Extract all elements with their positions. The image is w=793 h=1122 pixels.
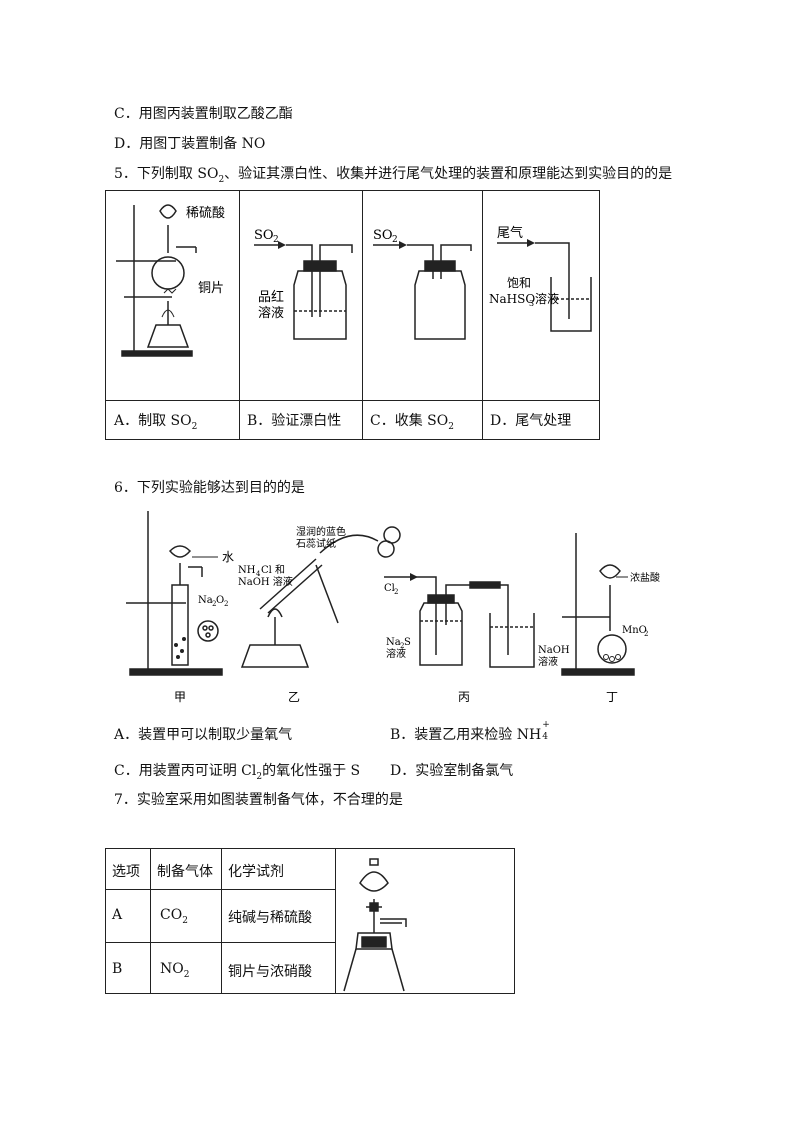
q6-bing-gas-sub: 2 [394, 588, 398, 596]
q6-ding-name: 丁 [606, 690, 618, 704]
q5-fig-d-label-2-sub: 3 [529, 299, 534, 308]
q6-bing-gas: Cl [384, 583, 395, 594]
q5-caption-d: D．尾气处理 [490, 413, 572, 429]
q7-apparatus-figure [343, 858, 407, 992]
q6-jia-water: 水 [222, 550, 234, 564]
q7-stem: 7．实验室采用如图装置制备气体，不合理的是 [114, 792, 403, 808]
q6-bing-s1: Na [386, 637, 401, 648]
q5-fig-d-label-2-tail: 溶液 [535, 291, 559, 306]
q5-stem: 5．下列制取 SO2、验证其漂白性、收集并进行尾气处理的装置和原理能达到实验目的… [114, 166, 673, 185]
q5-caption-a: A．制取 SO2 [114, 413, 198, 432]
q6-apparatus-figure: 水 Na 2 O 2 甲 湿润的蓝色 石蕊试纸 NH 4 Cl 和 NaOH 溶… [126, 511, 660, 704]
q6-jia-name: 甲 [174, 690, 186, 704]
q6-yi-reagent-1: NH [238, 565, 256, 576]
q6-bing-naoh-1: NaOH [538, 645, 570, 656]
q5-fig-d-label-1: 饱和 [507, 275, 531, 290]
q4-option-d: D．用图丁装置制备 NO [114, 136, 266, 152]
q6-bing-name: 丙 [458, 690, 470, 704]
q5-fig-a-generator: 稀硫酸 铜片 [116, 204, 225, 357]
q5-fig-c-gas: SO [373, 228, 393, 243]
q4-option-c: C．用图丙装置制取乙酸乙酯 [114, 106, 293, 122]
q5-fig-d-gas: 尾气 [497, 225, 523, 241]
q6-fig-yi [240, 526, 401, 668]
q6-jia-reagent-sub1: 2 [212, 600, 216, 608]
q6-jia-reagent: Na [198, 595, 213, 606]
q5-fig-b-label-2: 溶液 [258, 306, 284, 321]
q5-fig-b-gas-sub: 2 [273, 235, 279, 245]
q6-fig-bing [384, 576, 535, 668]
q5-fig-c-bottle: SO 2 [373, 228, 472, 340]
q6-jia-reagent-sub2: 2 [224, 600, 228, 608]
q6-bing-s2: 溶液 [386, 647, 406, 660]
q6-yi-paper-1: 湿润的蓝色 [296, 525, 346, 538]
q6-stem: 6．下列实验能够达到目的的是 [114, 480, 305, 496]
q7-header-option: 选项 [112, 864, 140, 880]
q6-ding-solid-sub: 2 [644, 630, 648, 638]
q6-ding-solid: MnO [622, 625, 647, 636]
q7-row-b-option: B [112, 961, 123, 977]
q6-yi-name: 乙 [288, 690, 300, 704]
q6-fig-ding [561, 533, 635, 676]
q5-fig-a-label-copper: 铜片 [198, 281, 224, 296]
q6-yi-reagent-2: NaOH 溶液 [238, 575, 293, 588]
q6-option-d: D．实验室制备氯气 [390, 763, 514, 779]
q6-option-a: A．装置甲可以制取少量氧气 [114, 727, 293, 743]
q7-header-reagent: 化学试剂 [228, 864, 284, 880]
q6-bing-s1-sub: 2 [400, 642, 404, 650]
q6-option-b: B．装置乙用来检验 NH+4 [390, 720, 550, 743]
q6-bing-s1-tail: S [404, 637, 411, 648]
q5-fig-b-label-1: 品红 [258, 289, 284, 305]
q5-caption-b: B．验证漂白性 [247, 413, 342, 429]
q7-row-b-reagent: 铜片与浓硝酸 [228, 964, 312, 980]
q7-header-gas: 制备气体 [157, 864, 213, 880]
q6-yi-paper-2: 石蕊试纸 [296, 537, 336, 550]
q5-apparatus-table: 稀硫酸 铜片 SO 2 品红 溶液 SO 2 尾气 [105, 190, 600, 440]
q6-option-c: C．用装置丙可证明 Cl2的氧化性强于 S [114, 763, 361, 782]
q5-fig-b-bottle: SO 2 品红 溶液 [254, 228, 353, 340]
q5-fig-c-gas-sub: 2 [392, 235, 398, 245]
q6-bing-naoh-2: 溶液 [538, 655, 558, 668]
q5-fig-b-gas: SO [254, 228, 274, 243]
q6-ding-acid: 浓盐酸 [630, 571, 660, 584]
q6-yi-reagent-1-tail: Cl 和 [261, 564, 285, 576]
q7-row-a-gas: CO2 [160, 907, 188, 926]
q7-table: 选项 制备气体 化学试剂 A CO2 纯碱与稀硫酸 B NO2 铜片与浓硝酸 [105, 848, 515, 994]
q6-fig-jia [126, 511, 223, 676]
q7-row-b-gas: NO2 [160, 961, 190, 980]
q7-row-a-reagent: 纯碱与稀硫酸 [228, 910, 312, 926]
q5-fig-d-beaker: 尾气 饱和 NaHSO 3 溶液 [489, 225, 592, 332]
q6-jia-reagent-mid: O [216, 595, 224, 606]
q5-fig-d-label-2: NaHSO [489, 292, 535, 306]
q7-row-a-option: A [112, 907, 123, 923]
q5-fig-a-label-acid: 稀硫酸 [186, 206, 225, 221]
q6-yi-reagent-1-sub: 4 [256, 570, 261, 578]
q5-caption-c: C．收集 SO2 [370, 413, 454, 432]
